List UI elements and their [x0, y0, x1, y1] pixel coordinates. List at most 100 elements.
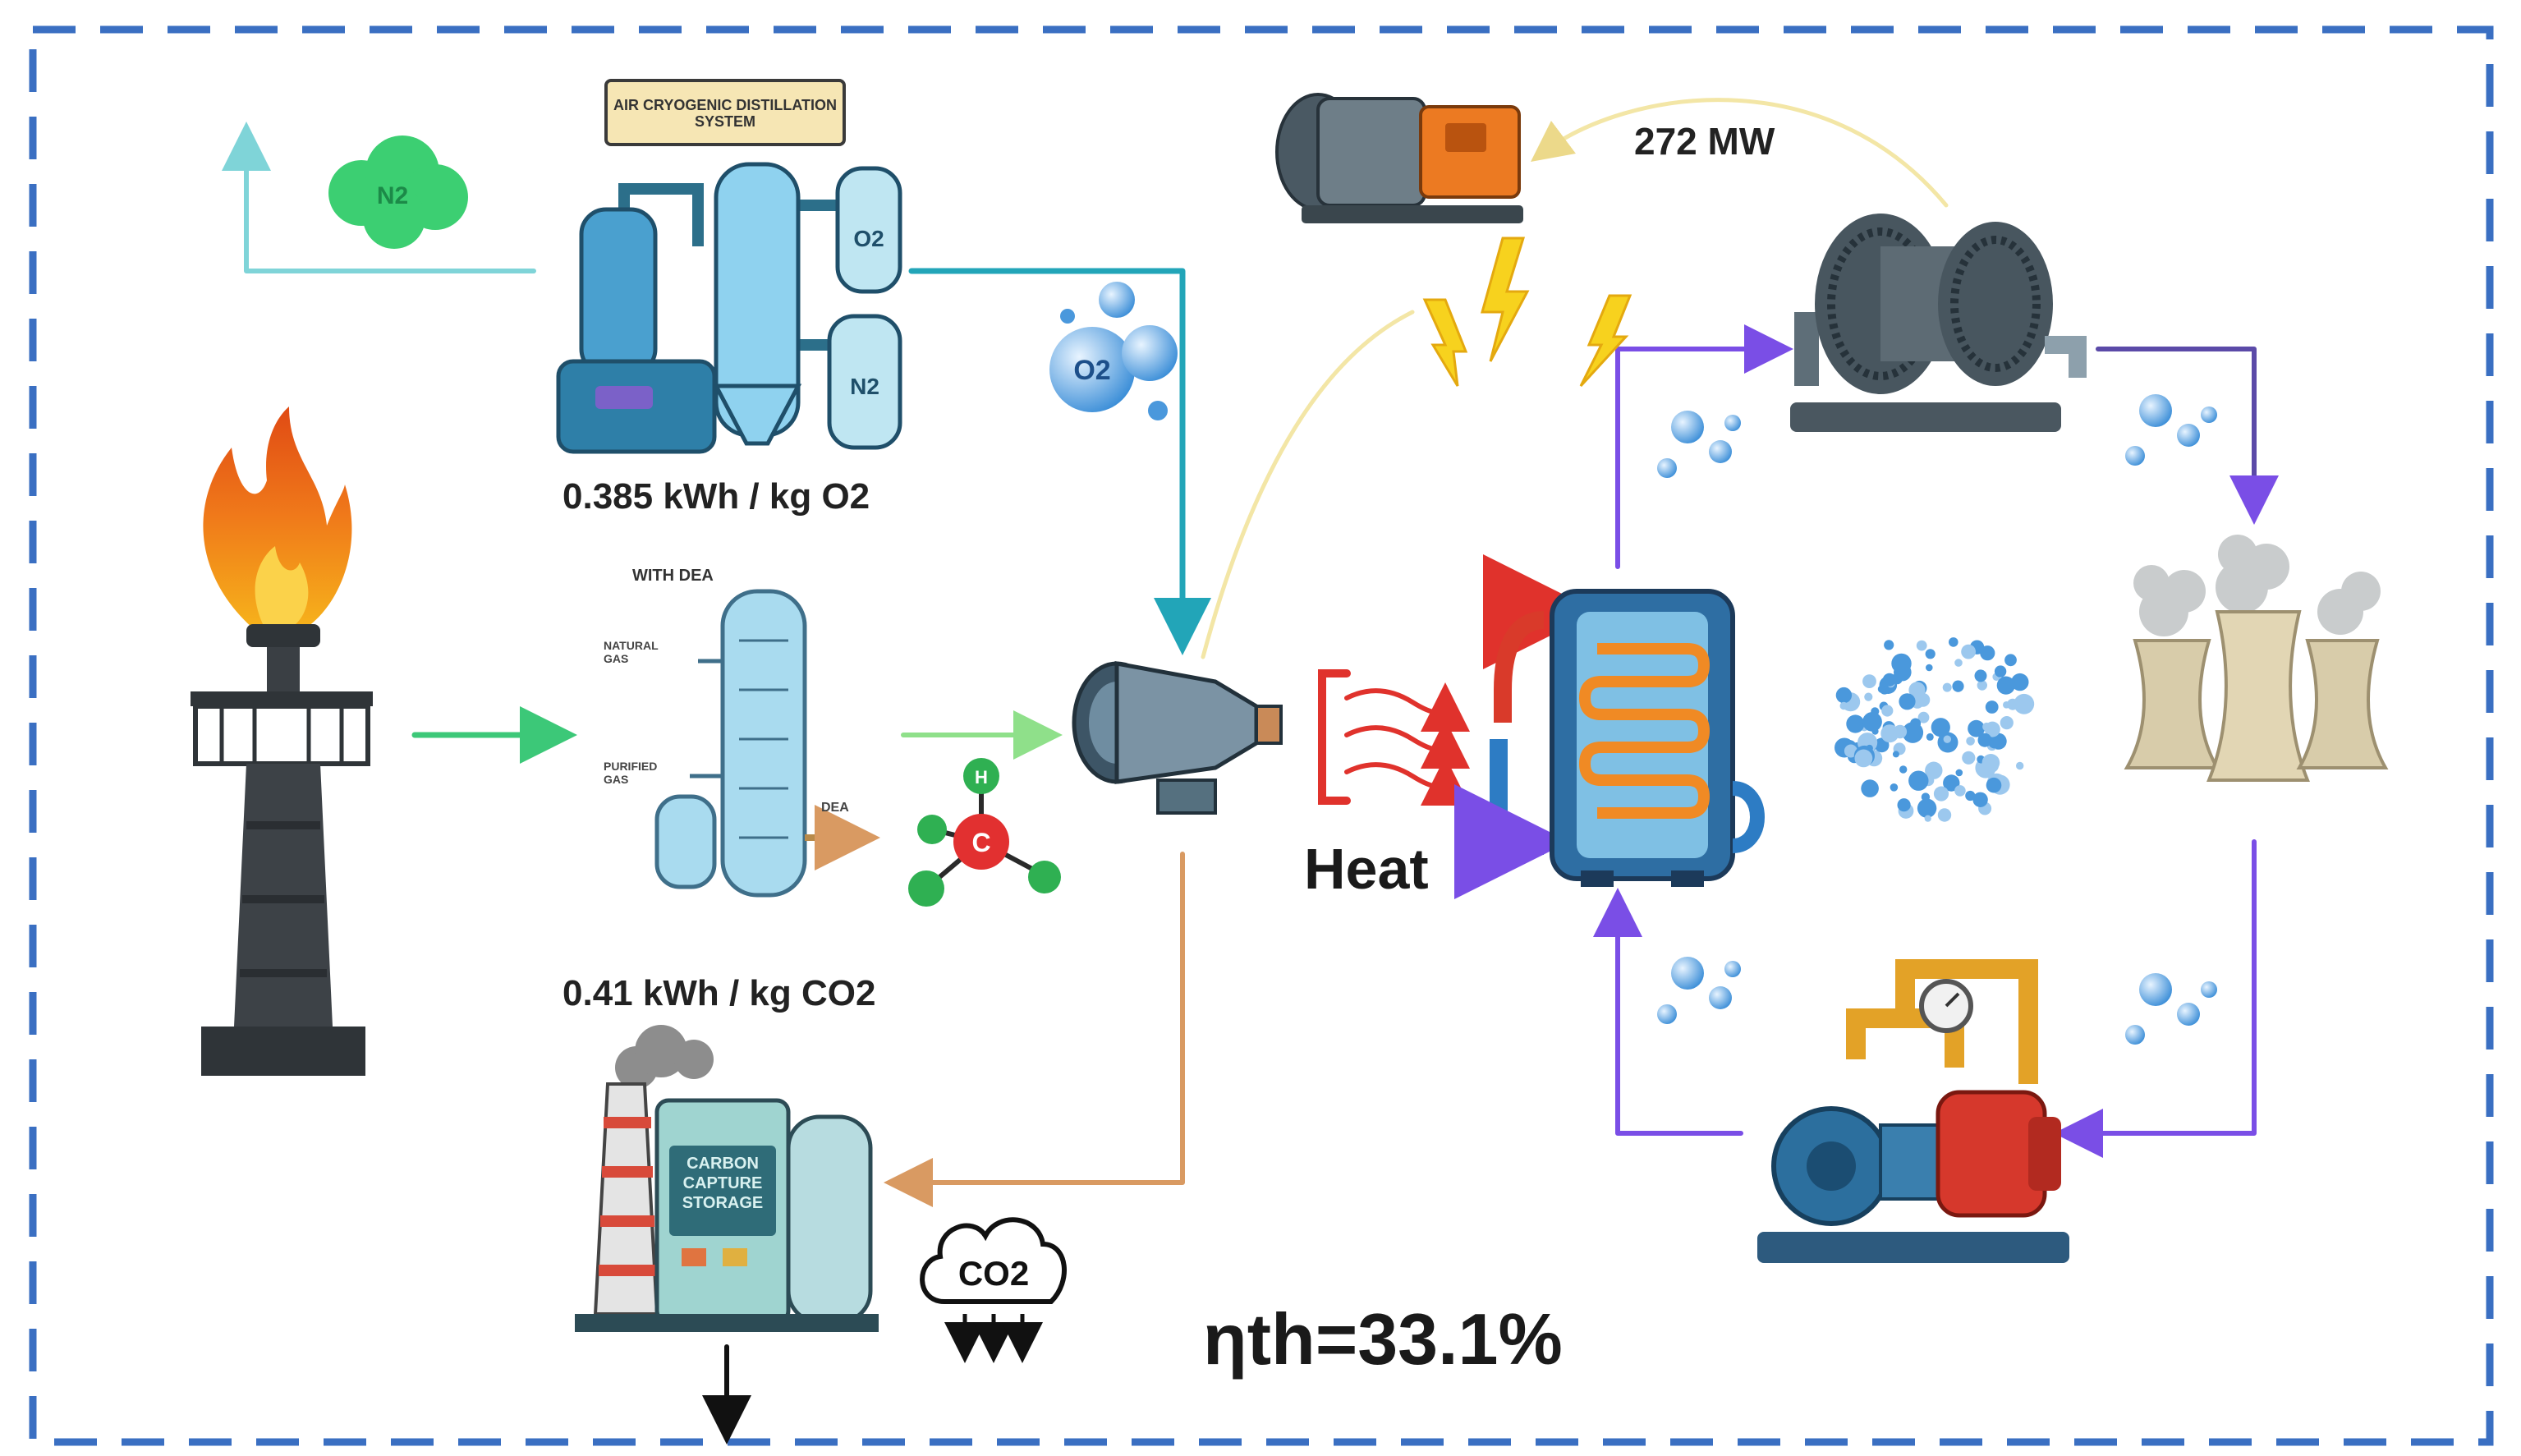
gas-turbine-icon: [1072, 661, 1283, 815]
exhaust-line: [884, 852, 1185, 1207]
water-droplet: [1884, 640, 1894, 650]
water-droplet: [1943, 774, 1960, 792]
water-droplet: [1902, 722, 1924, 743]
water-droplet: [1965, 790, 1976, 801]
water-droplet: [1949, 637, 1958, 647]
water-droplet: [1899, 765, 1908, 774]
amine-scrubber-icon: [654, 589, 880, 898]
water-droplet: [1954, 785, 1966, 797]
ccs-sign-label: CARBON CAPTURE STORAGE: [682, 1155, 764, 1212]
water-droplet: [1961, 644, 1977, 659]
n2-vent-line: [222, 122, 536, 273]
water-droplet: [1954, 659, 1963, 667]
water-droplet: [1866, 744, 1873, 752]
steam-droplets-icon: [1657, 394, 2217, 1045]
air-separation-unit-icon: O2 N2: [556, 79, 902, 454]
asu-sign-label: AIR CRYOGENIC DISTILLATION SYSTEM: [613, 97, 837, 130]
water-droplet: [2004, 654, 2017, 667]
thermal-efficiency-label: ηth=33.1%: [1203, 1298, 1563, 1380]
cooling-towers-icon: [2124, 535, 2389, 782]
water-droplet: [1977, 733, 1992, 747]
flow-lines: [222, 98, 2279, 1445]
water-droplet: [1899, 693, 1916, 710]
power-out-arc: [1530, 98, 1949, 208]
water-droplet: [1968, 719, 1986, 737]
water-droplet: [2000, 716, 2014, 730]
heat-waves-icon: [1318, 669, 1470, 806]
water-droplet: [2016, 761, 2024, 770]
water-droplet: [2011, 673, 2029, 691]
water-droplet: [1933, 786, 1949, 801]
water-droplet: [1861, 779, 1879, 797]
water-droplet: [1966, 737, 1975, 746]
water-droplet: [1977, 680, 1987, 691]
water-droplet: [1864, 692, 1873, 701]
amine-purified-gas-label: PURIFIED GAS: [604, 760, 658, 786]
water-droplet: [1917, 711, 1930, 723]
asu-energy-label: 0.385 kWh / kg O2: [563, 476, 870, 517]
cycle-to-pump: [2054, 839, 2257, 1158]
water-droplet: [1844, 744, 1857, 758]
water-droplet: [1917, 798, 1937, 818]
water-droplet: [1854, 749, 1873, 768]
water-droplets-icon: [1834, 637, 2035, 822]
water-droplet: [1897, 798, 1911, 812]
water-droplet: [1942, 682, 1952, 692]
water-droplet: [1937, 808, 1952, 822]
o2-supply-line: [908, 268, 1211, 655]
methane-h-label: H: [975, 767, 988, 788]
water-droplet: [1972, 792, 1988, 807]
water-droplet: [1924, 815, 1931, 822]
water-droplet: [1980, 645, 1995, 661]
water-droplet: [1996, 676, 2015, 695]
water-droplet: [1862, 674, 1876, 688]
water-droplet: [1952, 680, 1964, 692]
asu-sign-board: [604, 79, 846, 146]
water-droplet: [1916, 640, 1927, 651]
water-droplet: [1908, 770, 1929, 791]
lightning-bolts-icon: [1422, 237, 1632, 388]
o2-bubbles-icon: O2: [1049, 282, 1178, 420]
water-droplet: [1962, 751, 1976, 765]
water-droplet: [1994, 665, 2007, 677]
co2-cloud-label: CO2: [958, 1254, 1029, 1293]
steam-turbine-icon: [1790, 214, 2087, 432]
water-droplet: [1926, 733, 1934, 741]
amine-with-dea-label: WITH DEA: [632, 567, 714, 585]
heat-label: Heat: [1304, 837, 1429, 901]
water-droplet: [1862, 712, 1882, 732]
water-droplet: [1986, 777, 2002, 793]
smoke-cloud: [615, 1025, 714, 1089]
water-droplet: [1892, 751, 1899, 758]
cycle-to-cooling: [2096, 347, 2279, 525]
n2-cloud-label: N2: [377, 182, 408, 209]
water-droplet: [1974, 669, 1987, 682]
methane-c-label: C: [971, 828, 990, 857]
amine-energy-label: 0.41 kWh / kg CO2: [563, 973, 876, 1013]
water-droplet: [1882, 673, 1896, 687]
amine-natural-gas-label: NATURAL GAS: [604, 639, 659, 665]
power-output-label: 272 MW: [1634, 120, 1775, 163]
water-droplet: [1835, 687, 1853, 704]
generator-icon: [1275, 93, 1523, 223]
boiler-icon: [1454, 554, 1765, 899]
amine-dea-out-label: DEA: [821, 801, 849, 815]
water-droplet: [1881, 705, 1894, 717]
cycle-to-boiler: [1593, 888, 1743, 1136]
water-droplet: [1890, 783, 1899, 792]
water-droplet: [1981, 754, 2000, 772]
o2-bubble-label: O2: [1073, 355, 1110, 386]
asu-tank-n2-label: N2: [850, 374, 879, 399]
water-droplet: [1982, 722, 1991, 732]
water-droplet: [2014, 693, 2035, 714]
dashed-frame: [29, 25, 2494, 1446]
power-arc: [1201, 310, 1415, 659]
flare-stack-icon: [191, 406, 373, 1076]
methane-molecule-icon: C H: [908, 758, 1061, 907]
water-droplet: [1880, 724, 1899, 743]
co2-cloud-icon: CO2: [920, 1217, 1067, 1363]
water-droplet: [1931, 718, 1950, 737]
water-droplet: [1877, 685, 1886, 693]
water-droplet: [1846, 714, 1865, 733]
